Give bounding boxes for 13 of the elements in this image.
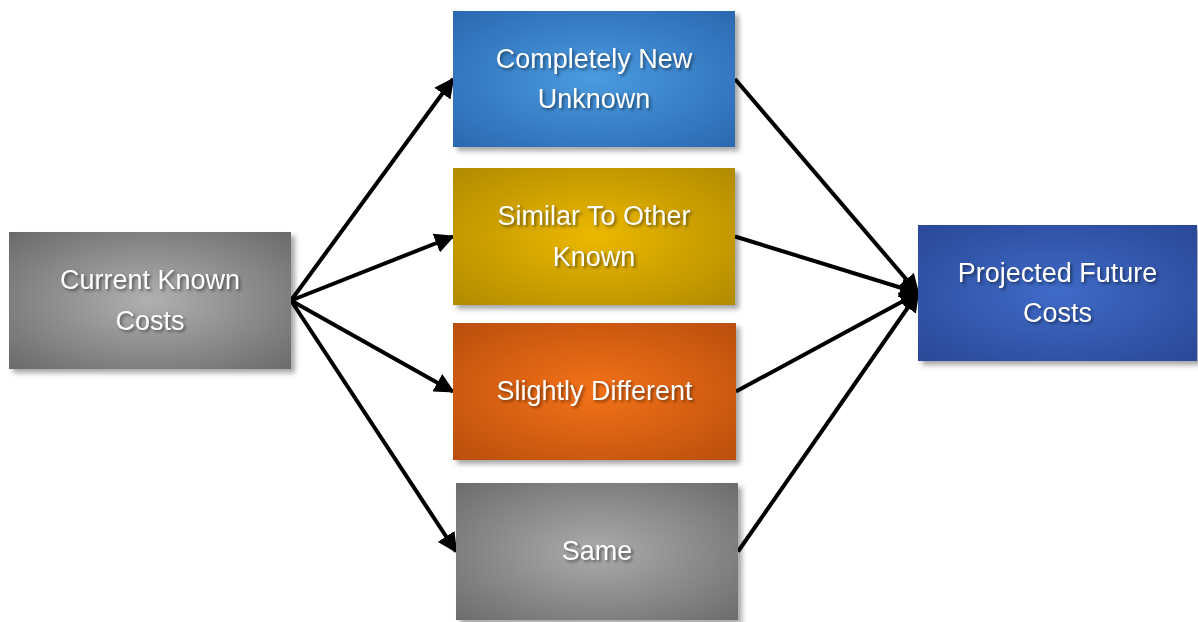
box-label: Slightly Different — [496, 375, 693, 409]
process-box — [453, 11, 735, 147]
box-label: Same — [561, 535, 633, 569]
box-label: Completely New Unknown — [494, 42, 694, 116]
box-label: Similar To Other Known — [496, 200, 692, 274]
arrow — [290, 298, 455, 394]
process-box — [453, 323, 736, 460]
process-box — [918, 225, 1197, 361]
process-box — [456, 483, 738, 620]
process-box — [9, 232, 291, 369]
box-label: Current Known Costs — [58, 264, 242, 338]
process-box — [453, 168, 735, 305]
box-label: Projected Future Costs — [956, 256, 1159, 330]
